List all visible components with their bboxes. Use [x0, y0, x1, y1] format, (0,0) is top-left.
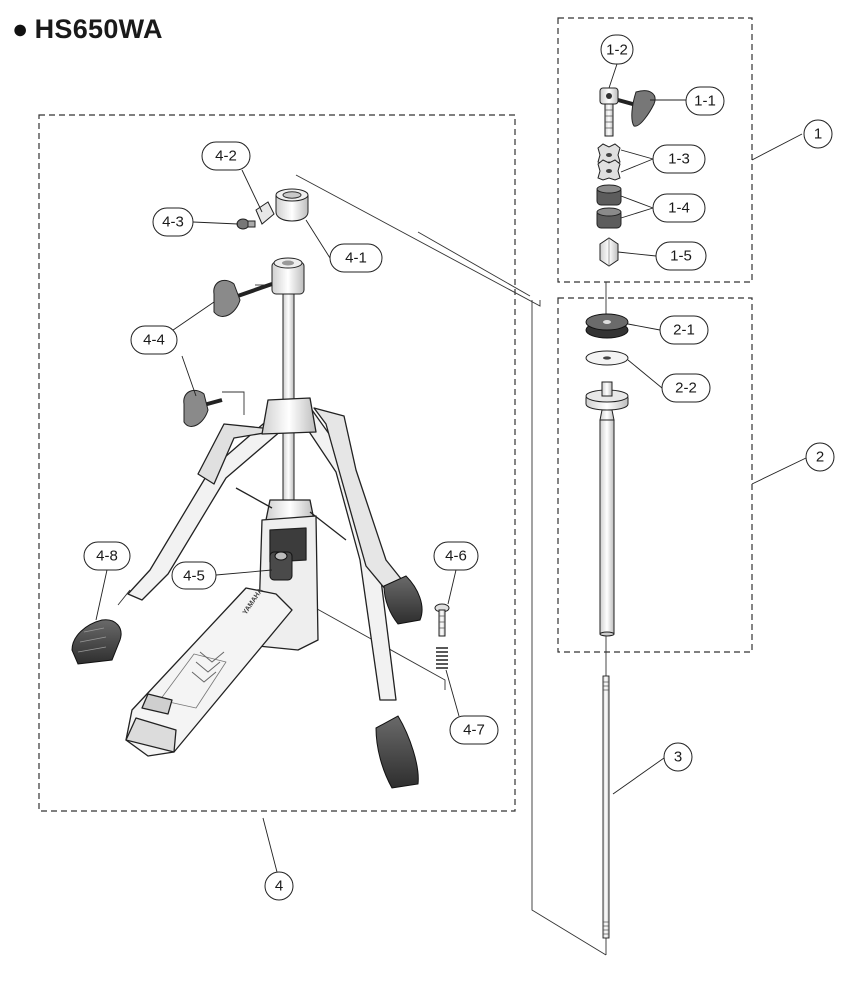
part-3-pull-rod	[602, 675, 610, 939]
group-label-1: 1	[803, 119, 833, 149]
part-4-8-rubber-foot	[71, 619, 122, 665]
svg-text:2: 2	[816, 449, 824, 466]
part-4-2-key-plate	[255, 201, 275, 225]
bullet-icon: ●	[12, 14, 29, 44]
svg-text:1-1: 1-1	[694, 93, 716, 110]
part-1-3-star-nuts	[597, 143, 621, 181]
group-box-4	[38, 114, 516, 812]
pedal-assembly	[125, 515, 319, 757]
group-box-2	[557, 297, 753, 653]
svg-text:1-5: 1-5	[670, 248, 692, 265]
svg-text:4-6: 4-6	[445, 548, 467, 565]
part-4-5-cam	[269, 551, 293, 581]
part-4-3-screw	[236, 218, 256, 230]
callout-2-2: 2-2	[661, 373, 711, 403]
svg-text:3: 3	[674, 749, 682, 766]
part-4-4-wing-bolt-upper	[213, 279, 273, 317]
group-label-2: 2	[805, 442, 835, 472]
callout-4-1: 4-1	[329, 243, 383, 273]
callout-4-3: 4-3	[152, 207, 194, 237]
callout-1-4: 1-4	[652, 193, 706, 223]
group-label-4: 4	[264, 871, 294, 901]
part-2-2-washer	[585, 350, 629, 366]
svg-text:4-4: 4-4	[143, 332, 165, 349]
svg-text:2-2: 2-2	[675, 380, 697, 397]
svg-text:1-2: 1-2	[606, 42, 628, 59]
svg-text:4: 4	[275, 878, 283, 895]
svg-text:4-7: 4-7	[463, 722, 485, 739]
group-label-3: 3	[663, 742, 693, 772]
stand-rubber-foot-right	[383, 575, 423, 625]
group-box-1	[557, 17, 753, 283]
svg-text:2-1: 2-1	[673, 322, 695, 339]
part-1-4-felt-washers	[596, 184, 622, 229]
part-4-1-clamp	[275, 188, 309, 222]
callout-1-2: 1-2	[600, 34, 634, 65]
part-1-1-wing-bolt	[617, 90, 656, 127]
stand-rubber-foot-front	[375, 715, 419, 789]
part-4-7-spring	[436, 647, 448, 669]
svg-text:4-1: 4-1	[345, 250, 367, 267]
callout-1-1: 1-1	[685, 86, 725, 116]
part-1-5-hex-nut	[599, 237, 619, 267]
stand-upper-tube	[271, 257, 305, 509]
svg-text:4-3: 4-3	[162, 214, 184, 231]
svg-text:1-4: 1-4	[668, 200, 690, 217]
svg-text:4-2: 4-2	[215, 148, 237, 165]
title-text: HS650WA	[34, 14, 163, 44]
part-2-cup-rod	[585, 381, 629, 637]
diagram-title: ●HS650WA	[12, 14, 163, 45]
svg-text:4-5: 4-5	[183, 568, 205, 585]
part-1-2-screw-block	[599, 87, 619, 137]
svg-text:4-8: 4-8	[96, 548, 118, 565]
callout-4-2: 4-2	[201, 141, 251, 171]
callout-1-5: 1-5	[655, 241, 707, 271]
callout-4-5: 4-5	[171, 561, 217, 590]
callout-4-8: 4-8	[83, 541, 131, 571]
callout-2-1: 2-1	[659, 315, 709, 345]
svg-text:1: 1	[814, 126, 822, 143]
part-4-6-screw	[434, 603, 450, 637]
callout-1-3: 1-3	[652, 144, 706, 174]
callout-4-4: 4-4	[130, 325, 178, 355]
svg-text:1-3: 1-3	[668, 151, 690, 168]
part-2-1-felt	[585, 313, 629, 339]
callout-4-7: 4-7	[449, 715, 499, 745]
part-4-4-wing-bolt-lower	[183, 389, 223, 427]
callout-4-6: 4-6	[433, 541, 479, 571]
